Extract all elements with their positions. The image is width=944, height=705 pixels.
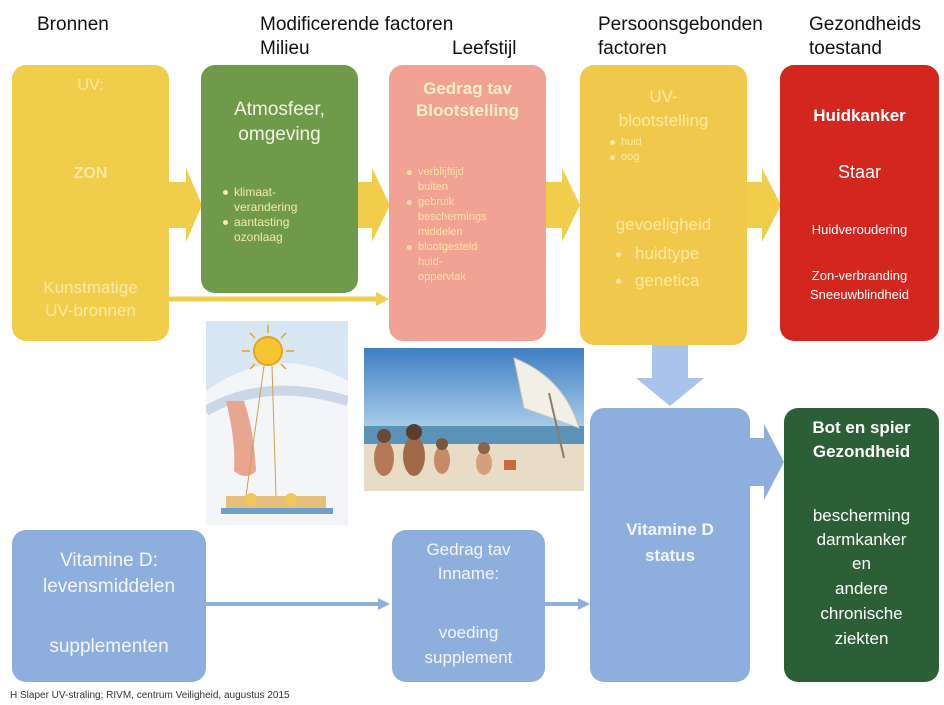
header-modificerende-factoren: Modificerende factoren [260, 14, 454, 35]
bot-line: chronische [820, 604, 903, 623]
gedrag-bullet-text: beschermings [418, 211, 487, 223]
header-leefstijl: Leefstijl [452, 38, 517, 59]
bot-line: bescherming [812, 506, 911, 525]
arrow-milieu-to-gedrag [357, 168, 390, 242]
persoon-uv-2: blootstelling [618, 111, 709, 130]
sun-exposure-illustration [206, 321, 348, 525]
persoonsgebonden-box: UV- blootstelling huid oog gevoeligheid … [580, 65, 747, 345]
persoon-sensitivity-list: huidtype genetica [616, 240, 699, 294]
arrowhead-inname [578, 598, 590, 610]
bot-title-2: Gezondheid [812, 442, 911, 461]
bot-line: andere [835, 579, 888, 598]
arrow-persoon-to-gezondheid [746, 168, 781, 242]
gedrag-title-2: Blootstelling [416, 101, 519, 120]
bot-line: en [852, 554, 871, 573]
red-sneeuwblindheid: Sneeuwblindheid [809, 287, 910, 302]
source-footer: H Slaper UV-straling; RIVM, centrum Veil… [10, 690, 290, 701]
bronnen-kunstmatig-label: Kunstmatige [43, 278, 138, 297]
status-line-1: Vitamine D [626, 520, 714, 539]
arrow-status-to-bot [750, 424, 784, 500]
inname-line-3: voeding [438, 623, 499, 642]
sun-illustration-svg [206, 321, 348, 525]
header-toestand: toestand [809, 38, 882, 59]
inname-line-4: supplement [424, 648, 513, 667]
bronnen-uvbronnen-label: UV-bronnen [45, 301, 136, 320]
milieu-title-2: omgeving [238, 124, 321, 145]
gedrag-bullet-text: buiten [418, 181, 448, 193]
persoon-exposure-list: huid oog [610, 135, 642, 165]
milieu-box: Atmosfeer, omgeving klimaat- verandering… [201, 65, 358, 293]
vitamine-d-status-box: Vitamine D status [590, 408, 750, 682]
food-line-3: supplementen [49, 636, 169, 657]
milieu-bullet-text: verandering [234, 200, 298, 214]
persoon-huid: huid [621, 136, 642, 148]
bot-title-1: Bot en spier [812, 418, 911, 437]
gedrag-bullet-text: huid- [418, 256, 443, 268]
header-persoonsgebonden: Persoonsgebonden [598, 14, 763, 35]
inname-line-1: Gedrag tav [426, 540, 511, 559]
beach-photo [364, 348, 584, 491]
persoon-oog: oog [621, 151, 640, 163]
arrow-gedrag-to-persoon [545, 168, 580, 242]
bot-line: darmkanker [816, 530, 907, 549]
header-milieu: Milieu [260, 38, 310, 59]
bronnen-uv-label: UV: [77, 77, 104, 94]
gedrag-title-1: Gedrag tav [423, 79, 512, 98]
bronnen-box: UV: ZON Kunstmatige UV-bronnen [12, 65, 169, 341]
red-huidveroudering: Huidveroudering [811, 222, 908, 237]
status-line-2: status [644, 546, 696, 565]
gedrag-bullet-text: gebruik [418, 196, 455, 208]
persoon-uv-1: UV- [649, 87, 678, 106]
milieu-title-1: Atmosfeer, [234, 99, 325, 120]
gedrag-bullet-text: middelen [418, 226, 463, 238]
huidkanker-box: Huidkanker Staar Huidveroudering Zon-ver… [780, 65, 939, 341]
beach-photo-svg [364, 348, 584, 491]
persoon-genetica: genetica [635, 271, 700, 290]
inname-line-2: Inname: [437, 564, 500, 583]
gedrag-blootstelling-box: Gedrag tav Blootstelling verblijftijd bu… [389, 65, 546, 341]
red-huidkanker: Huidkanker [813, 106, 906, 125]
arrowhead-food [378, 598, 390, 610]
header-gezondheids: Gezondheids [809, 14, 921, 35]
gedrag-bullet-list: verblijftijd buiten gebruik beschermings… [407, 165, 486, 285]
gedrag-inname-box: Gedrag tav Inname: voeding supplement [392, 530, 545, 682]
milieu-bullet-list: klimaat- verandering aantasting ozonlaag [223, 185, 297, 245]
arrow-persoon-to-status [636, 344, 704, 406]
milieu-bullet-text: klimaat- [234, 185, 277, 199]
food-line-2: levensmiddelen [42, 576, 176, 597]
persoon-gevoeligheid: gevoeligheid [615, 215, 712, 234]
arrow-bronnen-to-milieu [168, 168, 202, 242]
bronnen-zon-label: ZON [73, 165, 108, 182]
red-zonverbranding: Zon-verbranding [811, 268, 908, 283]
red-staar: Staar [837, 162, 882, 182]
arrowhead-kunstmatig [376, 292, 389, 306]
header-bronnen: Bronnen [37, 14, 109, 35]
food-line-1: Vitamine D: [60, 550, 158, 571]
gedrag-bullet-text: blootgesteld [418, 241, 478, 253]
header-factoren: factoren [598, 38, 667, 59]
milieu-bullet-text: ozonlaag [234, 230, 283, 244]
bot-spier-box: Bot en spier Gezondheid bescherming darm… [784, 408, 939, 682]
gedrag-bullet-text: verblijftijd [418, 166, 464, 178]
milieu-bullet-text: aantasting [234, 215, 290, 229]
bot-line: ziekten [834, 629, 889, 648]
persoon-huidtype: huidtype [635, 244, 700, 263]
gedrag-bullet-text: oppervlak [418, 271, 466, 283]
vitamine-d-food-box: Vitamine D: levensmiddelen supplementen [12, 530, 206, 682]
